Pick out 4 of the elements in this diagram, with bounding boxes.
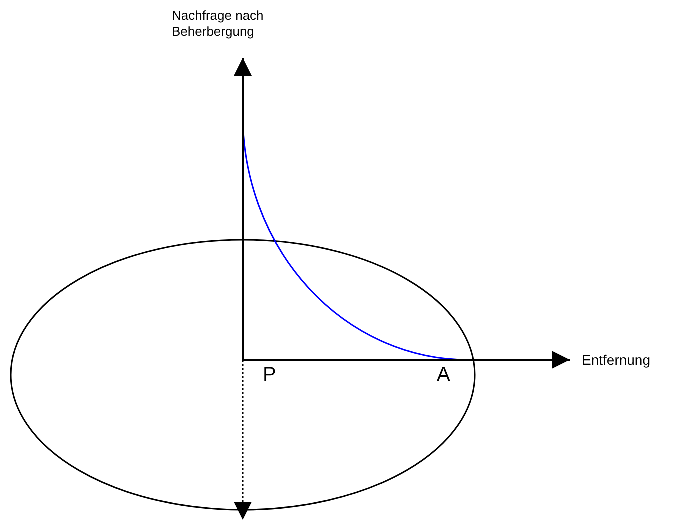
point-label: A [437, 364, 450, 387]
point-label: P [263, 364, 276, 387]
axis-title: Entfernung [582, 352, 650, 368]
axis-title: Nachfrage nach Beherbergung [172, 8, 265, 40]
